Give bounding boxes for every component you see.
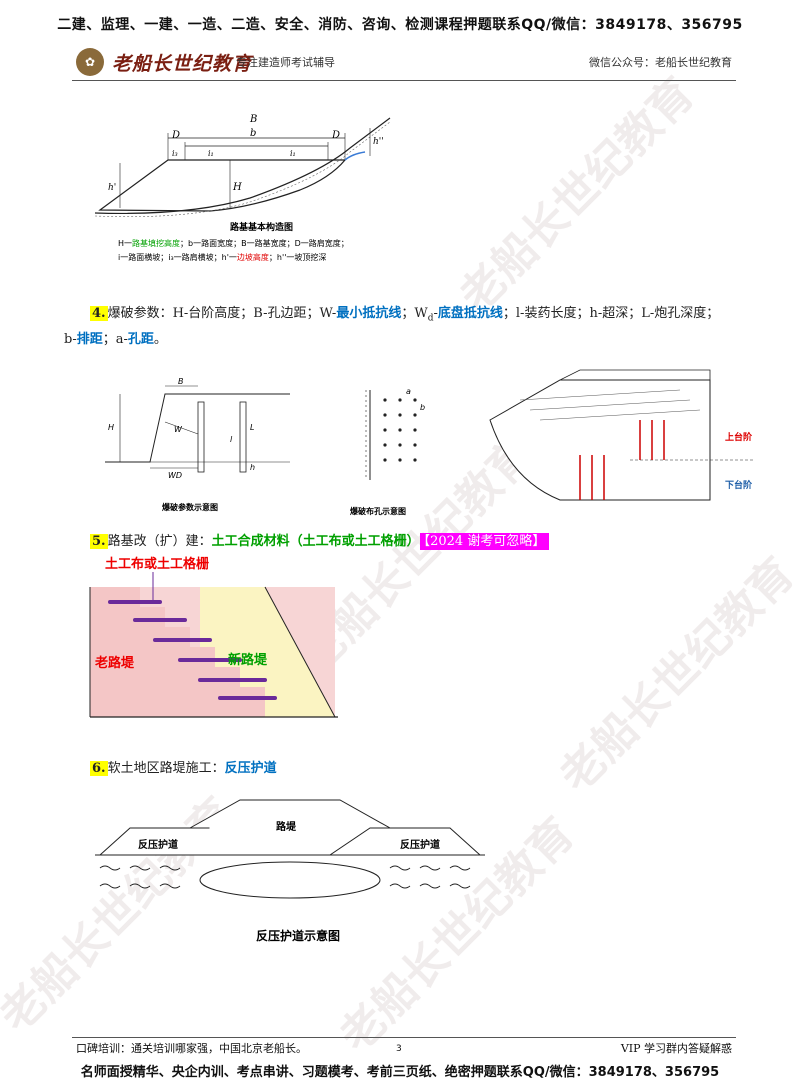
item-4-line2: b-排距；a-孔距。 (64, 332, 167, 347)
label-D-left: D (171, 130, 180, 141)
label-b: b (250, 128, 256, 139)
label-i1-right: i₁ (290, 149, 296, 158)
label-old-embankment: 老路堤 (94, 655, 135, 671)
label-new-embankment: 新路堤 (228, 652, 268, 668)
label-h-prime: h' (108, 183, 116, 193)
logo-text: 老船长世纪教育 (112, 52, 253, 75)
label-B: B (249, 114, 257, 125)
label-L: L (250, 423, 254, 432)
fig1-legend-line1: H一路基填挖高度；b一路面宽度；B一路基宽度；D一路肩宽度； (118, 238, 349, 248)
item-6-soft-soil: 6.软土地区路堤施工：反压护道 (90, 761, 277, 776)
roadbed-structure-diagram: B b D D i₃ i₁ i₁ H h' h'' 路基基本构造图 H一路基填挖… (94, 114, 391, 262)
brand-logo: ✿ 老船长世纪教育 (76, 48, 252, 76)
blasting-parameter-diagram: B H W WD L l h 爆破参数示意图 (105, 377, 290, 512)
watermark: 老船长世纪教育 (450, 68, 705, 323)
label-lower-bench: 下台阶 (725, 479, 753, 491)
label-i3: i₃ (172, 149, 178, 158)
counterpressure-berm-diagram: 路堤 反压护道 反压护道 反压护道示意图 (95, 799, 485, 943)
header-divider (72, 80, 736, 81)
label-berm-right: 反压护道 (400, 838, 440, 851)
footer-left: 口碑培训：通关培训哪家强，中国北京老船长。 (76, 1042, 307, 1055)
label-upper-bench: 上台阶 (725, 431, 753, 443)
header-wechat: 微信公众号：老船长世纪教育 (589, 56, 732, 69)
roadbed-widening-diagram: 土工布或土工格栅 老路堤 新路堤 (89, 556, 338, 718)
footer-right: VIP 学习群内答疑解惑 (620, 1042, 732, 1055)
footer-divider (72, 1037, 736, 1038)
label-h: h (250, 463, 255, 472)
label-H: H (108, 423, 114, 432)
item-4-blasting-parameters: 4.爆破参数：H-台阶高度；B-孔边距；W-最小抵抗线；Wd-底盘抵抗线；l-装… (90, 306, 720, 324)
label-embankment: 路堤 (276, 820, 297, 833)
label-D-right: D (331, 130, 340, 141)
fig1-legend-line2: i一路面横坡；i₃一路肩横坡；h'一边坡高度；h''一坡顶挖深 (118, 252, 326, 262)
blasthole-layout-diagram: a b 爆破布孔示意图 (350, 387, 425, 516)
fig2-left-caption: 爆破参数示意图 (162, 502, 218, 512)
fig4-caption: 反压护道示意图 (256, 928, 340, 943)
label-h-double-prime: h'' (373, 137, 384, 147)
label-b: b (420, 403, 425, 412)
bottom-banner: 名师面授精华、央企内训、考点串讲、习题模考、考前三页纸、绝密押题联系QQ/微信：… (80, 1065, 720, 1080)
label-i1-left: i₁ (208, 149, 214, 158)
label-l: l (230, 435, 233, 444)
label-geotextile: 土工布或土工格栅 (105, 556, 209, 572)
label-berm-left: 反压护道 (138, 838, 178, 851)
header-slogan: 专注建造师考试辅导 (236, 56, 335, 69)
label-H: H (232, 182, 242, 193)
page-number: 3 (396, 1044, 402, 1054)
ship-wheel-icon: ✿ (76, 48, 104, 76)
label-WD: WD (168, 471, 182, 480)
label-W: W (174, 425, 183, 434)
top-banner: 二建、监理、一建、一造、二造、安全、消防、咨询、检测课程押题联系QQ/微信：38… (57, 17, 743, 33)
fig2-mid-caption: 爆破布孔示意图 (350, 506, 406, 516)
label-a: a (406, 387, 411, 396)
bench-blasting-3d-diagram: 上台阶 下台阶 (489, 369, 755, 501)
item-5-roadbed-widening: 5.路基改（扩）建：土工合成材料（土工布或土工格栅）【2024 谢考可忽略】 (90, 530, 750, 554)
fig1-caption: 路基基本构造图 (230, 221, 293, 233)
label-B: B (178, 377, 184, 386)
